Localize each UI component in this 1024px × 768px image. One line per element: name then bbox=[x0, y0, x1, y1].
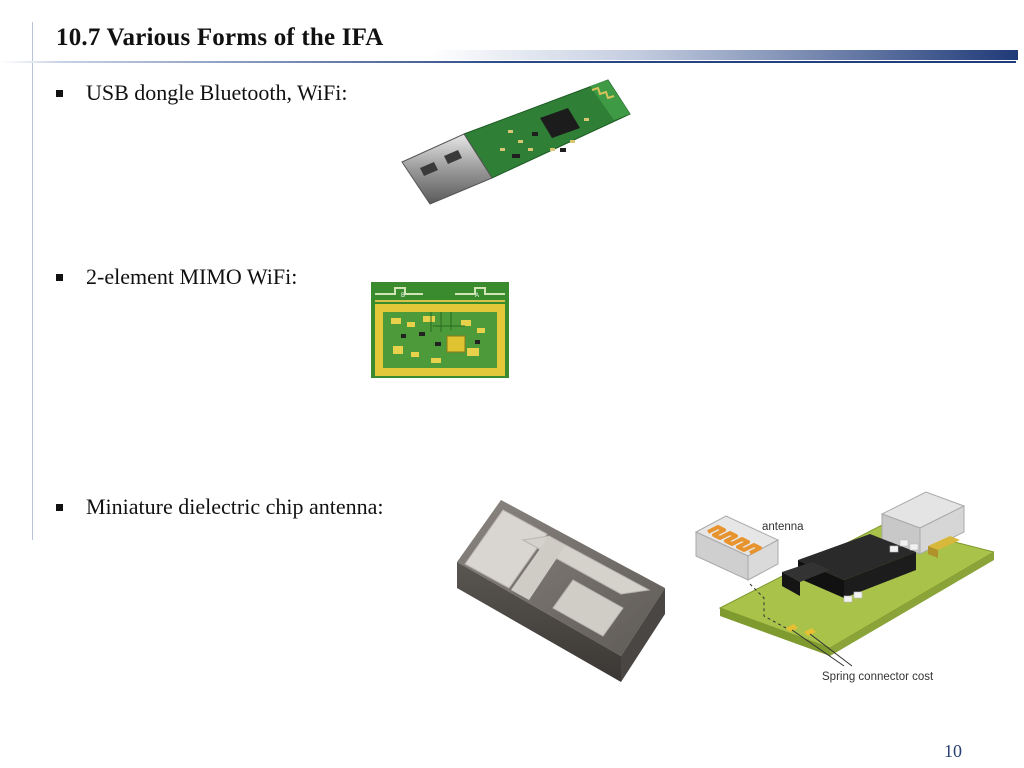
bullet-square-icon bbox=[56, 89, 63, 97]
left-vertical-rule bbox=[32, 22, 33, 540]
bullet-square-icon bbox=[56, 273, 63, 281]
antenna-module-diagram: antenna Spring connector cost bbox=[694, 491, 994, 683]
pcb-label-b: B bbox=[401, 293, 405, 299]
bullet-square-icon bbox=[56, 503, 63, 511]
pcb-label-a: A bbox=[475, 293, 479, 299]
mimo-wifi-pcb-photo: B A bbox=[371, 282, 509, 378]
page-number: 10 bbox=[944, 741, 962, 761]
usb-dongle-photo bbox=[401, 79, 631, 205]
bullet-text: USB dongle Bluetooth, WiFi: bbox=[86, 80, 348, 105]
title-gradient-bar bbox=[430, 50, 1018, 60]
bullet-usb-dongle: USB dongle Bluetooth, WiFi: bbox=[56, 80, 348, 106]
title-underline bbox=[0, 61, 1016, 63]
chip-antenna-photo bbox=[457, 500, 665, 682]
spring-connector-label: Spring connector cost bbox=[822, 671, 934, 683]
slide-title: 10.7 Various Forms of the IFA bbox=[56, 24, 384, 51]
bullet-mimo-wifi: 2-element MIMO WiFi: bbox=[56, 264, 297, 290]
bullet-text: 2-element MIMO WiFi: bbox=[86, 264, 298, 289]
bullet-chip-antenna: Miniature dielectric chip antenna: bbox=[56, 494, 383, 520]
bullet-text: Miniature dielectric chip antenna: bbox=[86, 494, 384, 519]
antenna-label: antenna bbox=[762, 521, 804, 533]
